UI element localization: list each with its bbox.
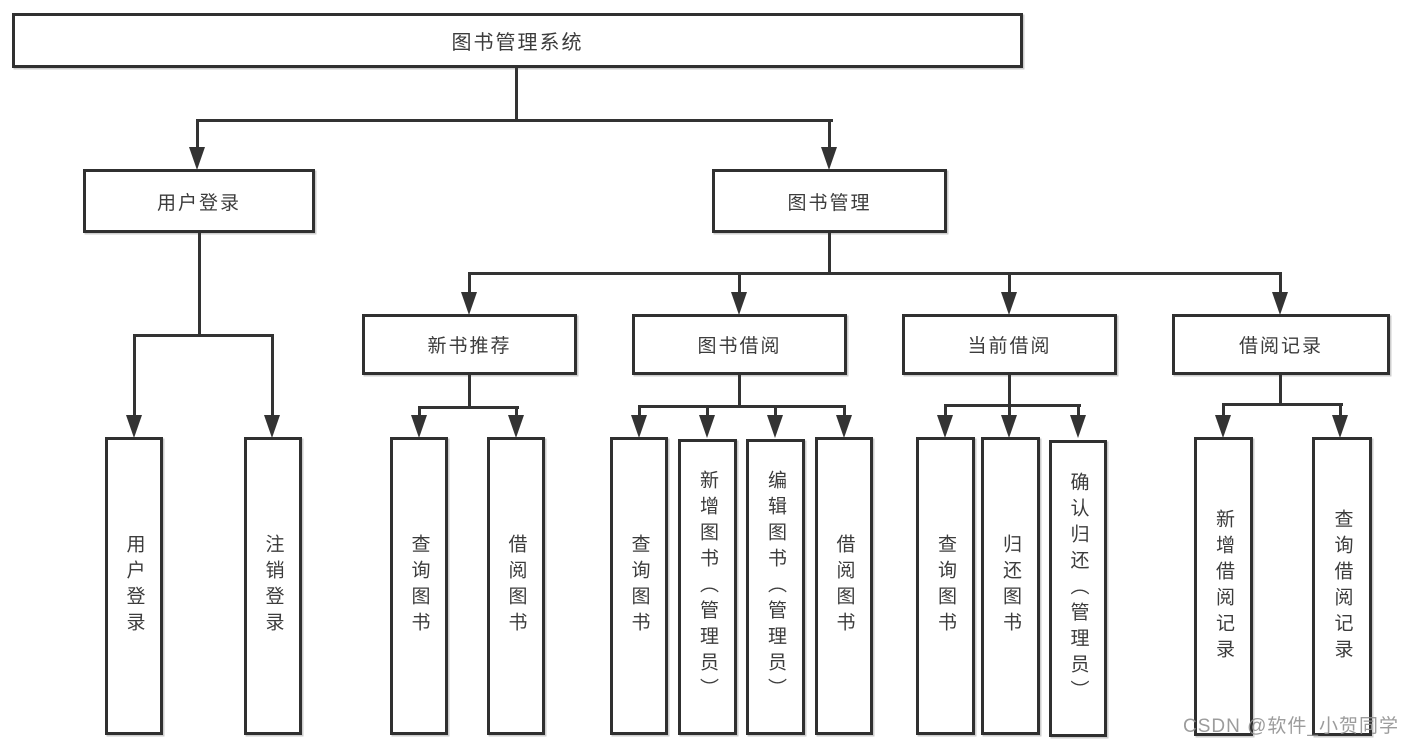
connector-bookmgmt-drop-2: [738, 272, 741, 293]
arrow-down-icon: [731, 292, 747, 315]
node-label: 新增图书（管理员）: [697, 470, 718, 704]
leaf-edit-book-admin: 编辑图书（管理员）: [746, 439, 805, 735]
leaf-add-book-admin: 新增图书（管理员）: [678, 439, 737, 735]
connector-userlogin-crossbar: [133, 334, 274, 337]
connector-current-drop-2: [1008, 404, 1011, 417]
connector-borrow-drop-1: [638, 405, 641, 417]
connector-newbook-crossbar: [418, 406, 519, 409]
connector-newbook-drop-2: [515, 406, 518, 417]
connector-current-crossbar: [944, 404, 1081, 407]
node-label: 图书管理: [787, 192, 872, 214]
node-label: 用户登录: [123, 534, 145, 638]
leaf-borrow-books-newbook: 借阅图书: [487, 437, 545, 735]
arrow-down-icon: [1001, 292, 1017, 315]
connector-userlogin-drop-2: [271, 334, 274, 417]
node-label: 当前借阅: [967, 336, 1052, 357]
node-library-management-system: 图书管理系统: [12, 13, 1023, 68]
connector-bookmgmt-drop-4: [1279, 272, 1282, 293]
connector-borrow-crossbar: [638, 405, 846, 408]
arrow-down-icon: [699, 415, 715, 438]
connector-record-drop-1: [1222, 403, 1225, 417]
arrow-down-icon: [264, 415, 280, 438]
node-label: 图书借阅: [697, 336, 782, 357]
connector-newbook-drop-1: [418, 406, 421, 417]
node-label: 图书管理系统: [451, 32, 584, 54]
arrow-down-icon: [1070, 415, 1086, 438]
connector-root-drop-right: [828, 119, 831, 149]
leaf-borrow-books: 借阅图书: [815, 437, 873, 735]
connector-current-stem: [1008, 375, 1011, 406]
arrow-down-icon: [1332, 415, 1348, 438]
node-label: 新增借阅记录: [1213, 508, 1234, 665]
node-borrowing-records: 借阅记录: [1172, 314, 1390, 375]
connector-borrow-drop-4: [843, 405, 846, 417]
connector-borrow-stem: [738, 375, 741, 407]
connector-borrow-drop-2: [706, 405, 709, 417]
node-label: 查询图书: [935, 534, 956, 638]
connector-root-crossbar: [196, 119, 833, 122]
node-label: 借阅图书: [505, 534, 527, 638]
arrow-down-icon: [821, 147, 837, 170]
connector-bookmgmt-drop-1: [468, 272, 471, 293]
node-label: 查询图书: [628, 534, 650, 638]
node-book-borrowing: 图书借阅: [632, 314, 847, 375]
arrow-down-icon: [631, 415, 647, 438]
leaf-confirm-return-admin: 确认归还（管理员）: [1049, 440, 1107, 737]
leaf-add-borrow-record: 新增借阅记录: [1194, 437, 1253, 736]
node-label: 归还图书: [1000, 534, 1021, 638]
connector-root-drop-left: [196, 119, 199, 149]
arrow-down-icon: [1001, 415, 1017, 438]
connector-userlogin-stem: [198, 233, 201, 336]
node-label: 查询图书: [408, 534, 430, 638]
leaf-query-books-borrow: 查询图书: [610, 437, 668, 735]
node-label: 编辑图书（管理员）: [765, 470, 786, 704]
leaf-return-books: 归还图书: [981, 437, 1040, 735]
node-label: 查询借阅记录: [1331, 508, 1353, 665]
arrow-down-icon: [1215, 415, 1231, 438]
node-label: 新书推荐: [427, 336, 512, 357]
node-label: 确认归还（管理员）: [1067, 471, 1089, 706]
node-new-book-recommendation: 新书推荐: [362, 314, 577, 375]
csdn-watermark: CSDN @软件_小贺同学: [1183, 716, 1399, 737]
node-label: 用户登录: [156, 192, 241, 214]
connector-record-drop-2: [1339, 403, 1342, 417]
connector-record-stem: [1279, 375, 1282, 405]
node-user-login: 用户登录: [83, 169, 315, 233]
node-label: 借阅图书: [833, 534, 855, 638]
arrow-down-icon: [126, 415, 142, 438]
arrow-down-icon: [508, 415, 524, 438]
arrow-down-icon: [836, 415, 852, 438]
arrow-down-icon: [189, 147, 205, 170]
arrow-down-icon: [767, 415, 783, 438]
arrow-down-icon: [1272, 292, 1288, 315]
connector-current-drop-3: [1077, 404, 1080, 417]
arrow-down-icon: [411, 415, 427, 438]
connector-bookmgmt-crossbar: [468, 272, 1282, 275]
connector-borrow-drop-3: [774, 405, 777, 417]
leaf-logout: 注销登录: [244, 437, 302, 735]
connector-root-stem: [515, 68, 518, 120]
arrow-down-icon: [461, 292, 477, 315]
node-label: 注销登录: [262, 534, 284, 638]
leaf-user-login: 用户登录: [105, 437, 163, 735]
connector-bookmgmt-drop-3: [1008, 272, 1011, 293]
connector-record-crossbar: [1222, 403, 1343, 406]
connector-userlogin-drop-1: [133, 334, 136, 417]
node-label: 借阅记录: [1238, 336, 1323, 357]
node-current-borrowing: 当前借阅: [902, 314, 1117, 375]
node-book-management: 图书管理: [712, 169, 947, 233]
leaf-query-books-current: 查询图书: [916, 437, 975, 735]
leaf-query-borrow-record: 查询借阅记录: [1312, 437, 1372, 736]
connector-newbook-stem: [468, 375, 471, 408]
connector-bookmgmt-stem: [828, 233, 831, 274]
arrow-down-icon: [937, 415, 953, 438]
connector-current-drop-1: [944, 404, 947, 417]
leaf-query-books-newbook: 查询图书: [390, 437, 448, 735]
